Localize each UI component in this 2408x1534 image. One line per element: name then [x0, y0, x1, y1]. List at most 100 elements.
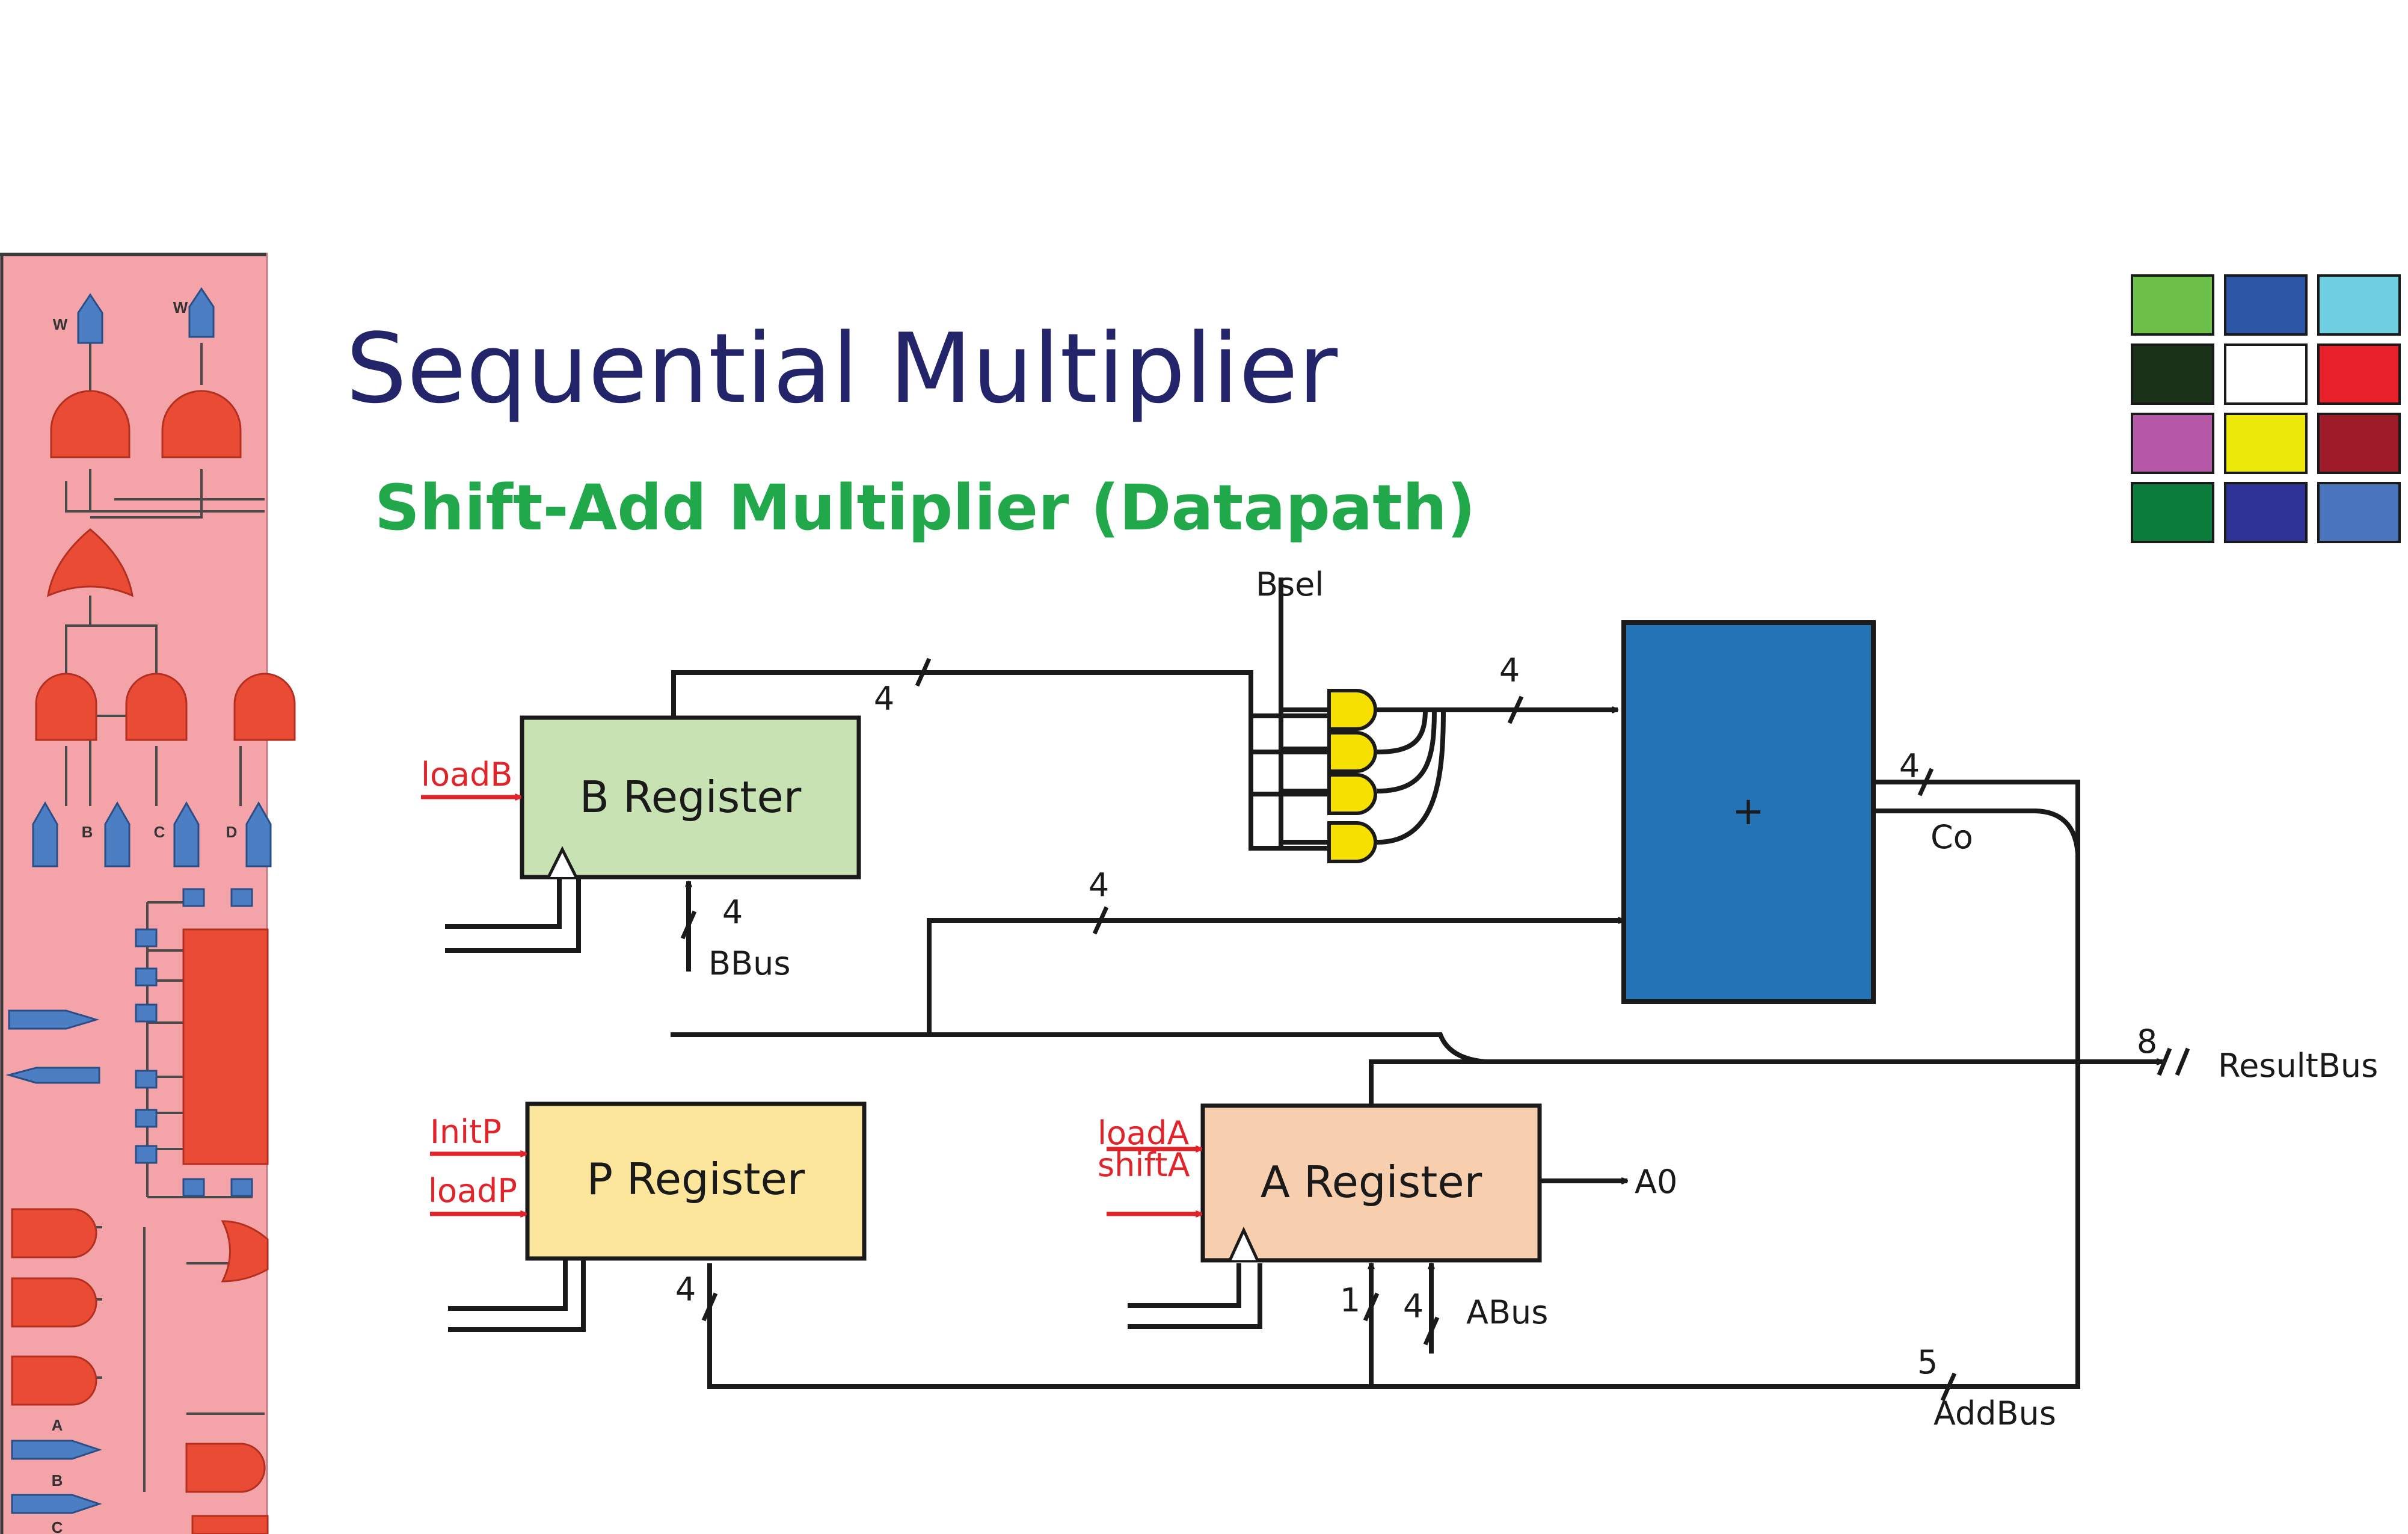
side-chip: [182, 928, 269, 1165]
side-and-gate: [11, 1355, 97, 1406]
side-input-pin: [11, 1494, 102, 1514]
wire-a-clock: [1128, 1263, 1262, 1329]
color-swatch: [2224, 274, 2308, 336]
result-bus-label: ResultBus: [2218, 1047, 2378, 1085]
color-swatch: [2317, 343, 2401, 405]
a-register-box: [1200, 1103, 1542, 1263]
side-input-pin: [173, 801, 200, 867]
side-input-label: B: [52, 1471, 63, 1489]
side-and-gate: [11, 1277, 97, 1328]
side-or-gate: [47, 528, 134, 597]
bus-width-b-in: 4: [722, 893, 743, 931]
bsel-label: Bsel: [1256, 565, 1324, 603]
and-gate: [1327, 689, 1377, 731]
and-gate: [1327, 731, 1377, 773]
color-swatch: [2317, 274, 2401, 336]
color-swatch: [2131, 274, 2214, 336]
carry-out-label: Co: [1930, 818, 1973, 856]
color-swatch: [2131, 413, 2214, 474]
bus-width-a-serial: 1: [1340, 1281, 1360, 1319]
wire-b-clock: [445, 866, 581, 953]
adder-box: [1621, 620, 1876, 1004]
b-register-clock-icon: [547, 846, 578, 878]
side-output-pin: [77, 293, 103, 344]
p-register-label: P Register: [587, 1154, 805, 1204]
load-b-label: loadB: [421, 756, 512, 793]
side-input-label: A: [52, 1416, 63, 1434]
slide-title: Sequential Multiplier: [346, 312, 1338, 425]
and-gate: [1327, 773, 1377, 815]
side-and-gate: [125, 673, 188, 741]
side-panel-gates: [11, 390, 296, 1534]
bus-width-b-to-and: 4: [874, 680, 894, 718]
side-input-pin: [104, 801, 131, 867]
bus-width-labels: 4 4 4 4 4 8 4 1 4 5: [675, 651, 2157, 1381]
wire-carry-out: [1873, 809, 2080, 855]
side-and-gate: [35, 673, 97, 741]
side-input-pin: [5, 1067, 100, 1084]
side-input-pin: [245, 801, 272, 867]
side-input-pin: [8, 1009, 100, 1030]
wire-bsel-fanout: [1281, 707, 1329, 845]
adder: +: [1621, 620, 1876, 1004]
and-gate-array: [1327, 689, 1377, 863]
bus-width-a-in: 4: [1403, 1287, 1424, 1325]
load-p-label: loadP: [428, 1172, 517, 1210]
a0-label: A0: [1635, 1163, 1677, 1201]
wire-b-fanout: [1251, 713, 1329, 796]
side-input-pin: [11, 1440, 102, 1460]
side-and-gate: [50, 390, 131, 458]
side-input-label: B: [82, 823, 93, 841]
side-and-gate: [161, 390, 242, 458]
signal-labels: Bsel BBus ABus Co A0 ResultBus AddBus: [708, 565, 2378, 1432]
wire-p-register-to-adder: [671, 920, 1624, 1037]
bbus-label: BBus: [708, 944, 790, 982]
color-swatch: [2317, 482, 2401, 543]
datapath-wires: [445, 578, 2163, 1389]
color-swatch: [2224, 482, 2308, 543]
p-register-box: [525, 1101, 867, 1261]
wire-p-clock: [448, 1260, 586, 1332]
wire-b-register-to-and-gates: [671, 670, 1329, 851]
a-register-label: A Register: [1261, 1157, 1482, 1207]
shift-a-label: shiftA: [1098, 1146, 1190, 1184]
side-panel-pins: [5, 287, 272, 1514]
b-register-box: [520, 715, 861, 879]
side-and-gate: [191, 1515, 269, 1534]
bus-width-add-bus: 5: [1917, 1343, 1938, 1381]
side-or-gate: [221, 1220, 269, 1283]
a-register: A Register: [1200, 1103, 1542, 1263]
wire-and-gate-merge: [1377, 709, 1446, 845]
wire-a-register-to-result: [1369, 1059, 1485, 1104]
color-swatch: [2224, 343, 2308, 405]
side-input-label: C: [154, 823, 165, 841]
side-output-label: W: [173, 298, 188, 316]
side-input-pin: [32, 801, 58, 867]
color-swatch-grid: [2131, 274, 2401, 543]
p-register: P Register: [525, 1101, 867, 1261]
bus-width-and-to-adder: 4: [1499, 651, 1520, 689]
add-bus-label: AddBus: [1933, 1394, 2056, 1432]
side-decoration-panel: W W B C D A B C: [0, 253, 296, 1534]
side-output-label: W: [53, 315, 68, 333]
bus-width-p-to-adder: 4: [1089, 866, 1109, 904]
color-swatch: [2131, 482, 2214, 543]
bus-width-marks: [680, 658, 2190, 1402]
color-swatch: [2224, 413, 2308, 474]
side-and-gate: [185, 1443, 266, 1493]
a-register-clock-icon: [1228, 1227, 1259, 1261]
bus-width-adder-out: 4: [1899, 747, 1920, 785]
side-input-label: C: [52, 1518, 63, 1534]
side-and-gate: [233, 673, 296, 741]
side-and-gate: [11, 1208, 97, 1258]
control-signal-arrows: [421, 797, 1202, 1214]
b-register-label: B Register: [580, 772, 802, 822]
control-signal-labels: loadB InitP loadP loadA shiftA: [421, 756, 1190, 1210]
abus-label: ABus: [1466, 1293, 1548, 1331]
color-swatch: [2131, 343, 2214, 405]
load-a-label: loadA: [1098, 1114, 1189, 1152]
slide-subtitle: Shift-Add Multiplier (Datapath): [375, 471, 1475, 544]
and-gate: [1327, 821, 1377, 863]
